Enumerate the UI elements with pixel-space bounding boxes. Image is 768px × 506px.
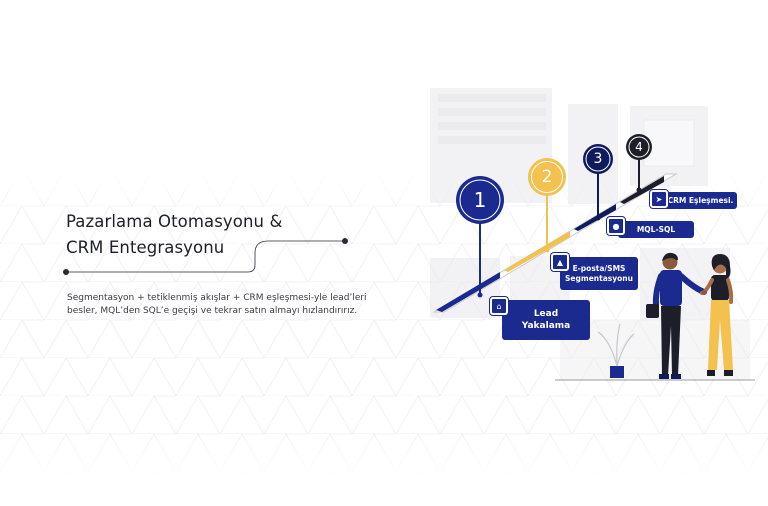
pin-3-number: 3 [594,151,603,167]
step-4-label: CRM Eşleşmesi. [664,192,737,209]
step-3-label: MQL-SQL [618,221,694,238]
title-line-1: Pazarlama Otomasyonu & [66,212,283,231]
lightbulb-icon: ▲ [551,253,569,271]
woman-figure [700,254,734,376]
pin-2: 2 [528,158,566,253]
rocket-icon: ➤ [650,190,668,208]
step-1-label: Lead Yakalama [502,300,590,340]
description-text: Segmentasyon + tetiklenmiş akışlar + CRM… [67,293,367,316]
step-1-label-text: Lead Yakalama [521,309,571,331]
pin-4-number: 4 [635,140,643,154]
title-line-2: CRM Entegrasyonu [66,238,225,257]
staircase-band [432,173,678,313]
pin-1-number: 1 [474,188,487,212]
pin-2-number: 2 [542,167,553,187]
pin-3: 3 [583,144,613,221]
bag-icon: ● [607,217,625,235]
step-2-label: E-posta/SMS Segmentasyonu [560,257,638,290]
home-icon: ⌂ [490,297,508,315]
funnel-illustration: 1 2 3 4 [430,88,755,381]
background-shapes [430,88,750,380]
plant-illustration [597,323,635,378]
step-2-label-text: E-posta/SMS Segmentasyonu [565,263,633,283]
pin-4: 4 [626,134,652,193]
man-figure [646,252,707,379]
page-title: Pazarlama Otomasyonu & CRM Entegrasyonu [66,209,346,261]
pin-1: 1 [456,176,504,298]
